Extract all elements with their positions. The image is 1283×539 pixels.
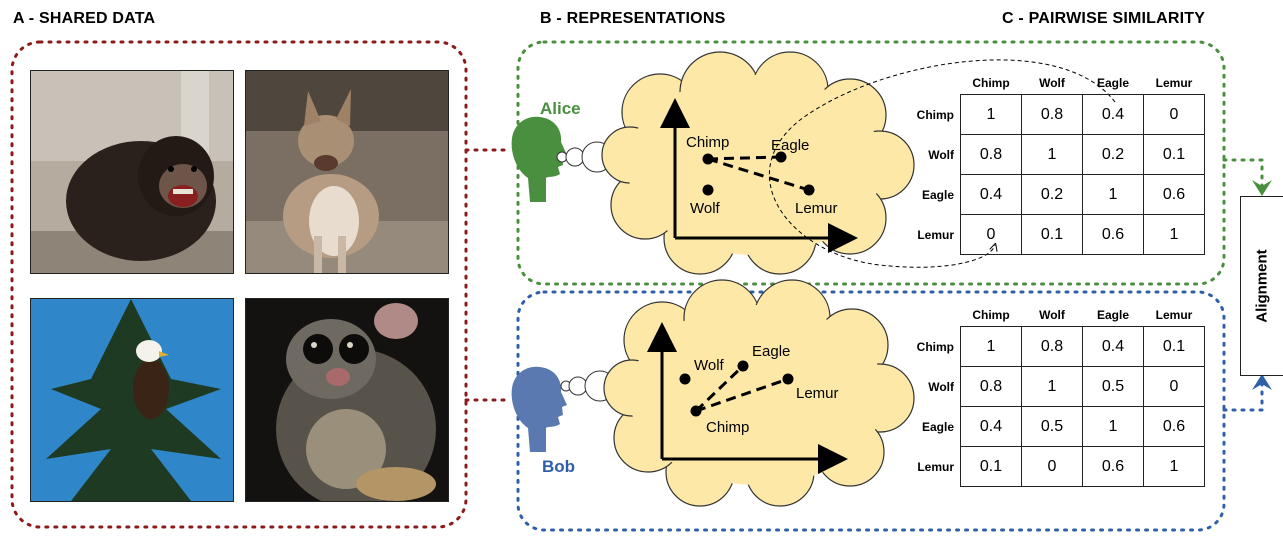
alice-point-eagle [775, 151, 787, 163]
bob-similarity-matrix: Chimp Wolf Eagle Lemur Chimp 1 0.8 0.4 0… [912, 304, 1205, 487]
matrix-row-header: Chimp [916, 107, 954, 122]
alice-embedding: Chimp Eagle Wolf Lemur [686, 134, 838, 217]
bob-point-chimp [690, 405, 702, 417]
symmetry-highlight-ellipse [768, 59, 1116, 268]
alignment-arrow-bottom-icon [1252, 374, 1272, 390]
alice-axes [660, 98, 858, 253]
bob-label-eagle: Eagle [752, 343, 790, 360]
bob-label-chimp: Chimp [706, 419, 749, 436]
matrix-cell: 1 [1143, 214, 1205, 255]
matrix-row-header: Wolf [928, 147, 954, 162]
matrix-col-header: Eagle [1096, 308, 1129, 322]
bob-point-eagle [737, 360, 749, 372]
alice-point-lemur [803, 184, 815, 196]
matrix-row: Chimp 1 0.8 0.4 0 [912, 94, 1205, 135]
matrix-row-header: Chimp [916, 339, 954, 354]
matrix-cell: 0.6 [1082, 214, 1144, 255]
alice-similarity-matrix: Chimp Wolf Eagle Lemur Chimp 1 0.8 0.4 0… [912, 72, 1205, 255]
matrix-row: Eagle 0.4 0.5 1 0.6 [912, 406, 1205, 447]
matrix-row: Eagle 0.4 0.2 1 0.6 [912, 174, 1205, 215]
matrix-cell: 1 [960, 94, 1022, 135]
bob-label-lemur: Lemur [796, 385, 839, 402]
matrix-cell: 0 [1143, 366, 1205, 407]
bob-point-lemur [782, 373, 794, 385]
matrix-row-header: Eagle [921, 187, 954, 202]
alice-head-icon [511, 116, 567, 202]
matrix-cell: 0.4 [1082, 326, 1144, 367]
bob-head-icon [511, 366, 567, 452]
matrix-cell: 0 [1143, 94, 1205, 135]
matrix-cell: 1 [1082, 406, 1144, 447]
matrix-col-header: Eagle [1096, 76, 1129, 90]
matrix-row: Wolf 0.8 1 0.2 0.1 [912, 134, 1205, 175]
matrix-cell: 0.6 [1082, 446, 1144, 487]
connector-alice-alignment [1222, 158, 1264, 188]
matrix-col-header: Wolf [1039, 76, 1065, 90]
alignment-arrow-top-icon [1252, 180, 1272, 196]
matrix-cell: 0.4 [960, 174, 1022, 215]
matrix-col-header: Chimp [972, 76, 1010, 90]
alice-label-chimp: Chimp [686, 134, 729, 151]
matrix-cell: 0.2 [1021, 174, 1083, 215]
matrix-cell: 0.1 [1021, 214, 1083, 255]
matrix-cell: 1 [960, 326, 1022, 367]
matrix-row-header: Wolf [928, 379, 954, 394]
matrix-cell: 1 [1021, 134, 1083, 175]
matrix-cell: 1 [1143, 446, 1205, 487]
alice-label-eagle: Eagle [771, 137, 809, 154]
eagle-photo-icon [30, 298, 234, 502]
matrix-row-header: Lemur [917, 227, 954, 242]
matrix-cell: 0.6 [1143, 406, 1205, 447]
matrix-cell: 0.6 [1143, 174, 1205, 215]
matrix-cell: 0 [1021, 446, 1083, 487]
matrix-cell: 0.2 [1082, 134, 1144, 175]
bob-label-wolf: Wolf [694, 357, 725, 374]
matrix-cell: 0.5 [1082, 366, 1144, 407]
wolf-photo-icon [245, 70, 449, 274]
matrix-cell: 0.1 [1143, 326, 1205, 367]
alice-label-wolf: Wolf [690, 200, 721, 217]
matrix-row: Chimp 1 0.8 0.4 0.1 [912, 326, 1205, 367]
bob-name: Bob [542, 457, 576, 476]
matrix-row-header: Lemur [917, 459, 954, 474]
matrix-cell: 0.8 [1021, 326, 1083, 367]
matrix-cell: 0 [960, 214, 1022, 255]
matrix-cell: 0.5 [1021, 406, 1083, 447]
matrix-row-header: Eagle [921, 419, 954, 434]
alice-border [516, 40, 1226, 286]
bob-axes [647, 322, 848, 474]
matrix-cell: 0.4 [1082, 94, 1144, 135]
bob-embedding: Wolf Eagle Lemur Chimp [679, 343, 839, 436]
lemur-photo-icon [245, 298, 449, 502]
alice-point-chimp [702, 153, 714, 165]
matrix-col-header: Lemur [1155, 308, 1193, 322]
panel-a-title: A - SHARED DATA [13, 10, 156, 27]
matrix-row: Lemur 0.1 0 0.6 1 [912, 446, 1205, 487]
alignment-box: Alignment [1240, 196, 1283, 376]
panel-b-title: B - REPRESENTATIONS [540, 10, 726, 27]
alice-name: Alice [540, 99, 581, 118]
bob-point-wolf [679, 373, 691, 385]
shared-data-border [10, 40, 468, 529]
alignment-label: Alignment [1253, 249, 1271, 323]
matrix-col-header: Chimp [972, 308, 1010, 322]
matrix-cell: 0.1 [960, 446, 1022, 487]
matrix-cell: 0.8 [960, 134, 1022, 175]
connector-bob-alignment [1222, 382, 1264, 412]
matrix-col-header: Lemur [1155, 76, 1193, 90]
alice-label-lemur: Lemur [795, 200, 838, 217]
matrix-col-header: Wolf [1039, 308, 1065, 322]
matrix-cell: 1 [1082, 174, 1144, 215]
matrix-cell: 0.1 [1143, 134, 1205, 175]
matrix-cell: 0.8 [1021, 94, 1083, 135]
matrix-cell: 0.8 [960, 366, 1022, 407]
matrix-row: Wolf 0.8 1 0.5 0 [912, 366, 1205, 407]
alice-point-wolf [702, 184, 714, 196]
chimp-photo-icon [30, 70, 234, 274]
matrix-cell: 1 [1021, 366, 1083, 407]
matrix-cell: 0.4 [960, 406, 1022, 447]
matrix-row: Lemur 0 0.1 0.6 1 [912, 214, 1205, 255]
panel-c-title: C - PAIRWISE SIMILARITY [1002, 10, 1206, 27]
